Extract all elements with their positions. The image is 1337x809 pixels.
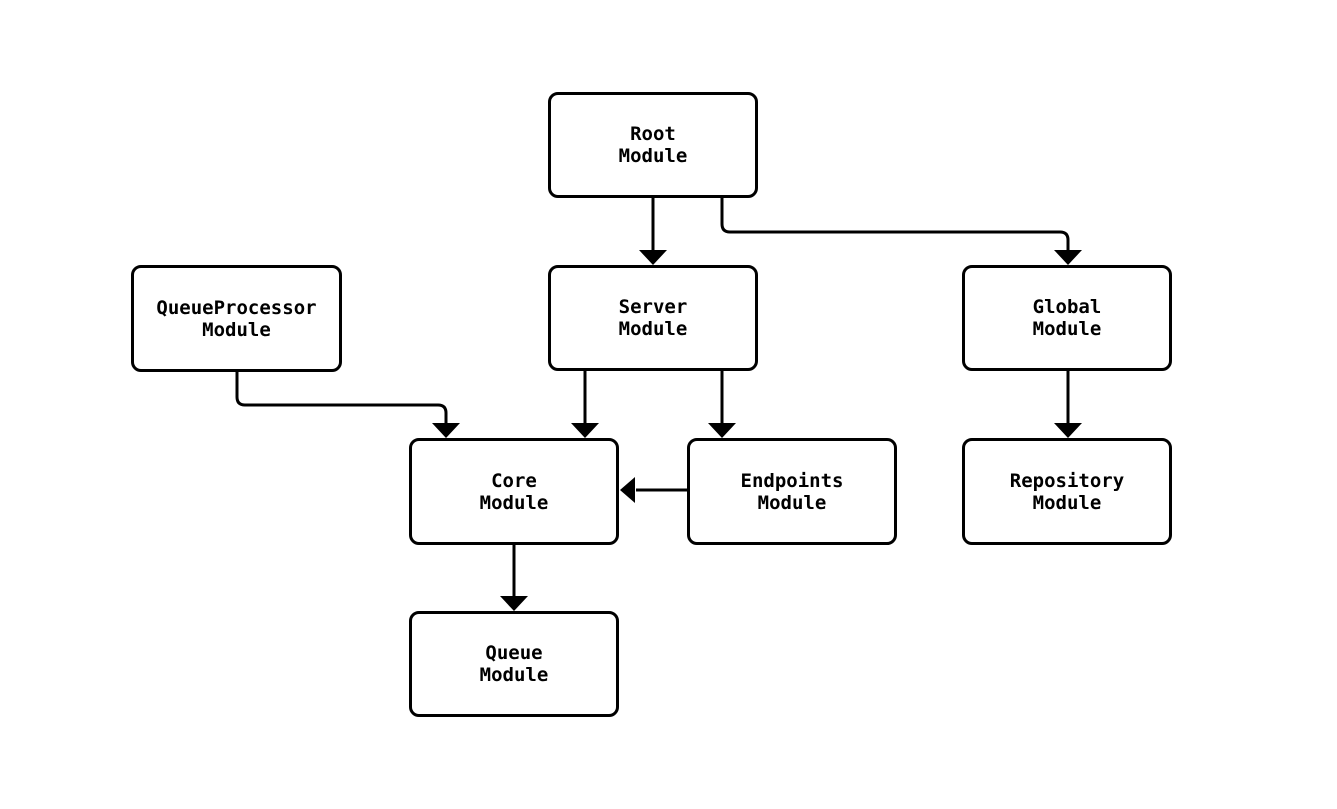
node-repository-module: Repository Module: [962, 438, 1172, 545]
arrowhead-root-to-global: [1054, 250, 1082, 265]
node-queue-module: Queue Module: [409, 611, 619, 717]
node-root-module: Root Module: [548, 92, 758, 198]
node-label-line: Module: [618, 145, 688, 167]
node-global-module: Global Module: [962, 265, 1172, 371]
arrowhead-queueprocessor-to-core: [432, 423, 460, 438]
node-label-line: Repository: [1009, 469, 1125, 492]
node-queueprocessor-module: QueueProcessor Module: [131, 265, 342, 372]
node-label-line: Module: [757, 491, 827, 514]
node-label-line: Server: [618, 296, 688, 318]
edge-queueprocessor-to-core: [235, 372, 448, 424]
arrowhead-root-to-server: [639, 250, 667, 265]
arrowhead-server-to-core: [571, 423, 599, 438]
arrowhead-server-to-endpoints: [708, 423, 736, 438]
node-label-line: QueueProcessor: [156, 296, 317, 319]
node-endpoints-module: Endpoints Module: [687, 438, 897, 545]
arrowhead-endpoints-to-core: [620, 477, 635, 503]
node-label-line: Module: [1032, 491, 1102, 514]
node-label-line: Module: [618, 318, 688, 340]
node-server-module: Server Module: [548, 265, 758, 371]
edge-root-to-global: [720, 198, 1070, 251]
node-core-module: Core Module: [409, 438, 619, 545]
arrowhead-global-to-repository: [1054, 423, 1082, 438]
node-label-line: Core: [491, 469, 537, 492]
node-label-line: Queue: [485, 642, 543, 664]
node-label-line: Module: [479, 491, 549, 514]
node-label-line: Root: [630, 123, 676, 145]
arrowhead-core-to-queue: [500, 596, 528, 611]
node-label-line: Module: [479, 664, 549, 686]
node-label-line: Module: [202, 318, 271, 341]
node-label-line: Module: [1032, 318, 1102, 340]
node-label-line: Endpoints: [740, 469, 844, 492]
node-label-line: Global: [1032, 296, 1102, 318]
